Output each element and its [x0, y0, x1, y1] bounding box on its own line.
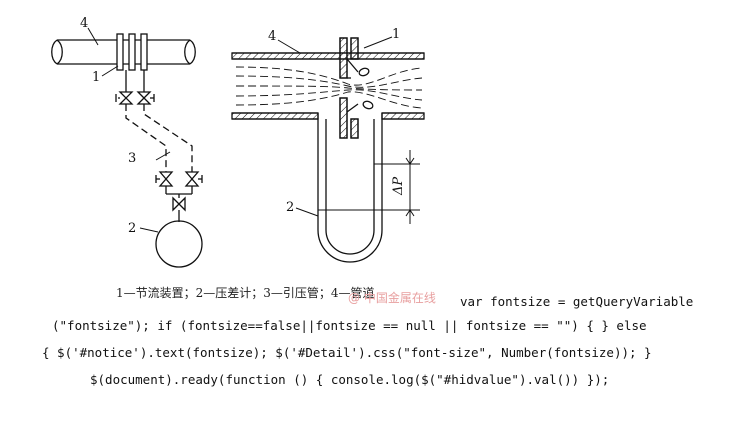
code-line-3: { $('#notice').text(fontsize); $('#Detai…: [42, 345, 652, 360]
left-upper-valve-a: [115, 91, 134, 105]
left-label-3: 3: [128, 151, 136, 166]
flow-streamlines: [235, 66, 423, 109]
left-equalizing-valve: [172, 194, 186, 222]
left-label-2: 2: [128, 221, 136, 236]
watermark: @ 中国金属在线: [348, 291, 436, 305]
left-lead-lines: [125, 104, 193, 172]
left-label-1: 1: [92, 70, 100, 85]
code-line-2: ("fontsize"); if (fontsize==false||fonts…: [52, 318, 647, 333]
u-tube-manometer: [317, 113, 383, 263]
right-orifice-upper: [339, 37, 359, 79]
right-label-1: 1: [392, 27, 400, 42]
left-label-4: 4: [80, 16, 88, 31]
right-pipe: [231, 52, 425, 120]
flow-measurement-diagram: 4 1 3 2: [51, 16, 425, 268]
left-schematic: [51, 27, 203, 268]
right-label-2: 2: [286, 200, 294, 215]
code-line-4: $(document).ready(function () { console.…: [90, 372, 610, 387]
right-label-4: 4: [268, 29, 276, 44]
left-lower-valve-a: [155, 171, 174, 187]
left-upper-valve-b: [136, 91, 155, 105]
left-orifice-flanges: [116, 33, 148, 71]
delta-p-arrow: [405, 150, 415, 224]
differential-gauge: [155, 220, 203, 268]
code-line-1: var fontsize = getQueryVariable: [460, 294, 694, 309]
figure-caption: 1—节流装置；2—压差计；3—引压管；4—管道: [116, 286, 375, 300]
right-schematic: [231, 36, 425, 263]
delta-p-label: ΔP: [391, 177, 406, 196]
left-lower-valve-b: [184, 171, 203, 187]
right-orifice-lower: [339, 97, 359, 139]
